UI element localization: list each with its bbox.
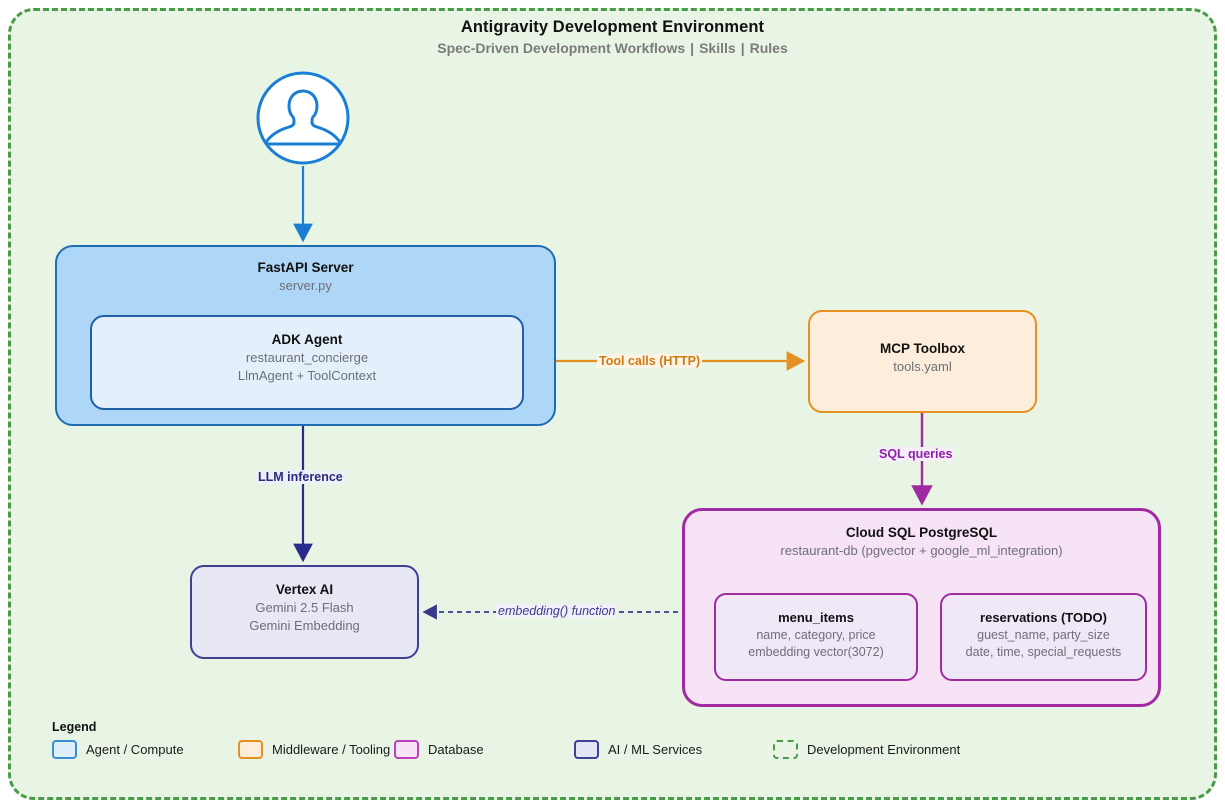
menu-items-line2: embedding vector(3072) [748, 644, 884, 659]
fastapi-subtitle: server.py [279, 278, 332, 294]
legend-swatch-database [394, 740, 419, 759]
adk-agent-line2: LlmAgent + ToolContext [237, 368, 377, 384]
diagram-title: Antigravity Development Environment [460, 18, 765, 36]
subtitle-part-skills: Skills [699, 40, 736, 56]
legend-label-development-environment: Development Environment [807, 742, 961, 757]
subtitle-separator-1: | [690, 40, 695, 56]
legend-label-ai-ml-services: AI / ML Services [608, 742, 703, 757]
subtitle-part-workflows: Spec-Driven Development Workflows [437, 40, 686, 56]
legend-item-database: Database [394, 740, 574, 759]
reservations-name: reservations (TODO) [980, 610, 1107, 625]
legend-item-development-environment: Development Environment [773, 740, 960, 759]
legend-label-database: Database [428, 742, 484, 757]
legend-item-middleware-tooling: Middleware / Tooling [238, 740, 394, 759]
node-table-reservations[interactable]: reservations (TODO) guest_name, party_si… [940, 593, 1147, 681]
mcp-toolbox-title: MCP Toolbox [880, 341, 965, 356]
mcp-toolbox-subtitle: tools.yaml [893, 359, 952, 375]
node-fastapi-server[interactable]: FastAPI Server server.py ADK Agent resta… [55, 245, 556, 426]
vertex-ai-line1: Gemini 2.5 Flash [255, 600, 354, 616]
edge-label-embedding-function: embedding() function [496, 604, 618, 618]
legend-label-middleware-tooling: Middleware / Tooling [272, 742, 391, 757]
vertex-ai-title: Vertex AI [275, 582, 334, 597]
vertex-ai-line2: Gemini Embedding [249, 618, 360, 634]
menu-items-line1: name, category, price [756, 627, 876, 642]
node-cloud-sql-postgresql[interactable]: Cloud SQL PostgreSQL restaurant-db (pgve… [682, 508, 1161, 707]
legend-title: Legend [52, 720, 97, 734]
cloud-sql-subtitle: restaurant-db (pgvector + google_ml_inte… [780, 543, 1063, 559]
legend-swatch-ai-ml-services [574, 740, 599, 759]
cloud-sql-title: Cloud SQL PostgreSQL [845, 525, 998, 540]
legend-item-agent-compute: Agent / Compute [52, 740, 238, 759]
legend-label-agent-compute: Agent / Compute [86, 742, 184, 757]
legend-item-ai-ml-services: AI / ML Services [574, 740, 773, 759]
user-avatar-icon [256, 71, 350, 165]
node-vertex-ai[interactable]: Vertex AI Gemini 2.5 Flash Gemini Embedd… [190, 565, 419, 659]
fastapi-title: FastAPI Server [257, 260, 354, 275]
node-table-menu-items[interactable]: menu_items name, category, price embeddi… [714, 593, 918, 681]
legend-swatch-development-environment [773, 740, 798, 759]
subtitle-separator-2: | [740, 40, 745, 56]
legend-swatch-middleware-tooling [238, 740, 263, 759]
node-adk-agent[interactable]: ADK Agent restaurant_concierge LlmAgent … [90, 315, 524, 410]
diagram-subtitle: Spec-Driven Development Workflows|Skills… [0, 40, 1225, 56]
edge-label-sql-queries: SQL queries [877, 447, 955, 461]
subtitle-part-rules: Rules [749, 40, 788, 56]
reservations-line1: guest_name, party_size [977, 627, 1110, 642]
adk-agent-line1: restaurant_concierge [245, 350, 369, 366]
legend-swatch-agent-compute [52, 740, 77, 759]
edge-label-llm-inference: LLM inference [256, 470, 345, 484]
legend-row: Agent / Compute Middleware / Tooling Dat… [52, 740, 960, 759]
node-mcp-toolbox[interactable]: MCP Toolbox tools.yaml [808, 310, 1037, 413]
edge-label-tool-calls: Tool calls (HTTP) [597, 354, 703, 368]
adk-agent-title: ADK Agent [271, 332, 343, 347]
menu-items-name: menu_items [778, 610, 854, 625]
reservations-line2: date, time, special_requests [965, 644, 1122, 659]
legend: Legend Agent / Compute Middleware / Tool… [52, 720, 1172, 776]
